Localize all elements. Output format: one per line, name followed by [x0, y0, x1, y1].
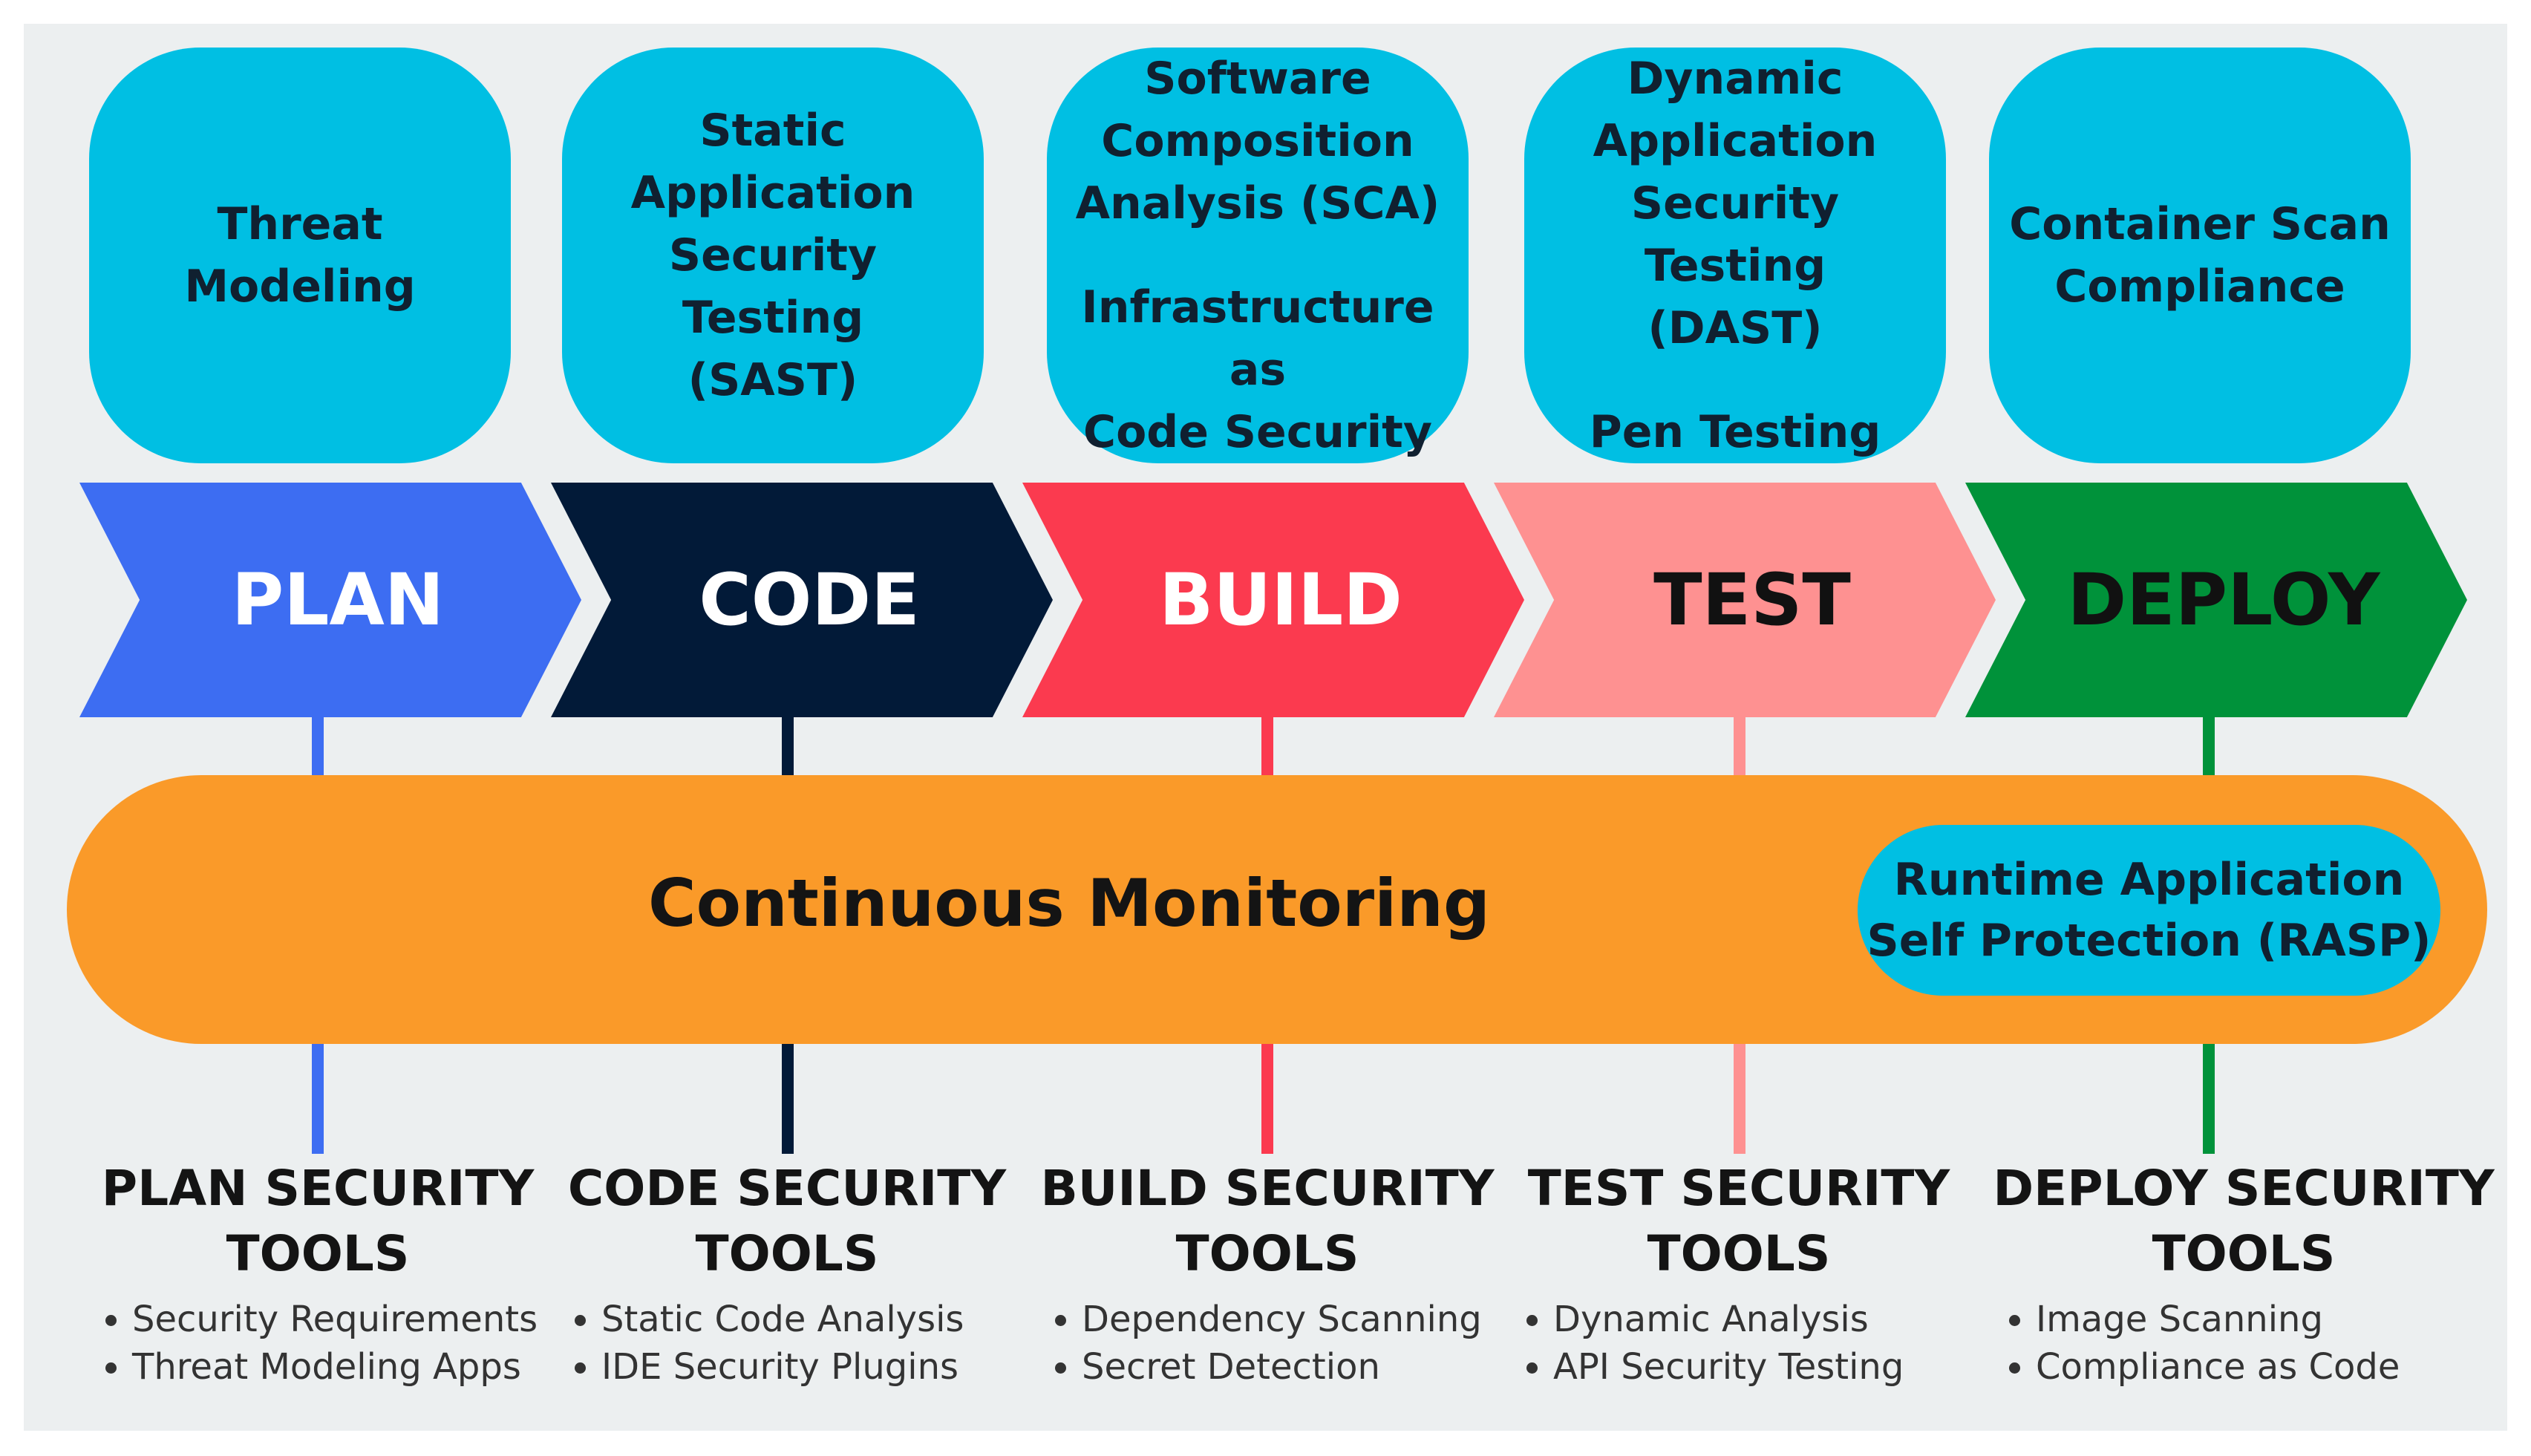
plan-security-tools: PLAN SECURITY TOOLS Security Requirement…: [88, 1156, 548, 1391]
tool-item: Secret Detection: [1082, 1343, 1482, 1391]
connector-deploy-bottom: [2203, 1042, 2215, 1154]
connector-code-bottom: [782, 1042, 794, 1154]
box-line: Dynamic: [1627, 53, 1843, 105]
tool-title-line: PLAN SECURITY: [101, 1160, 535, 1217]
tool-list: Image Scanning Compliance as Code: [1991, 1296, 2400, 1391]
stage-deploy-chevron: DEPLOY: [1965, 483, 2467, 717]
stage-build-chevron: BUILD: [1022, 483, 1524, 717]
code-security-tools: CODE SECURITY TOOLS Static Code Analysis…: [557, 1156, 1017, 1391]
connector-code-top: [782, 717, 794, 777]
tool-title-line: TEST SECURITY: [1527, 1160, 1950, 1217]
tool-title: BUILD SECURITY TOOLS: [1040, 1156, 1494, 1287]
connector-plan-top: [312, 717, 324, 777]
tool-item: Dynamic Analysis: [1553, 1296, 1904, 1343]
tool-list: Static Code Analysis IDE Security Plugin…: [557, 1296, 964, 1391]
tool-title: DEPLOY SECURITY TOOLS: [1993, 1156, 2494, 1287]
tool-item: Threat Modeling Apps: [132, 1343, 538, 1391]
connector-test-bottom: [1734, 1042, 1745, 1154]
stage-label: BUILD: [1159, 558, 1402, 642]
box-line: (DAST): [1647, 302, 1823, 354]
continuous-monitoring-label: Continuous Monitoring: [648, 865, 1490, 941]
tool-list: Security Requirements Threat Modeling Ap…: [88, 1296, 538, 1391]
tool-title-line: TOOLS: [1647, 1225, 1831, 1282]
tool-title-line: TOOLS: [1175, 1225, 1359, 1282]
tool-title-line: TOOLS: [2152, 1225, 2336, 1282]
container-scan-box: Container Scan Compliance: [1989, 48, 2411, 463]
stage-label: CODE: [699, 558, 920, 642]
tool-title-line: TOOLS: [226, 1225, 410, 1282]
tool-title-line: CODE SECURITY: [567, 1160, 1007, 1217]
sast-box: Static Application Security Testing (SAS…: [562, 48, 984, 463]
rasp-box: Runtime Application Self Protection (RAS…: [1858, 825, 2440, 996]
stage-plan-chevron: PLAN: [79, 483, 581, 717]
box-line: Pen Testing: [1589, 406, 1881, 458]
tool-item: IDE Security Plugins: [601, 1343, 964, 1391]
connector-deploy-top: [2203, 717, 2215, 777]
stage-code-chevron: CODE: [551, 483, 1053, 717]
sca-box: Software Composition Analysis (SCA) Infr…: [1047, 48, 1469, 463]
tool-list: Dependency Scanning Secret Detection: [1037, 1296, 1482, 1391]
tool-title: TEST SECURITY TOOLS: [1528, 1156, 1950, 1287]
tool-title-line: BUILD SECURITY: [1040, 1160, 1495, 1217]
connector-test-top: [1734, 717, 1745, 777]
box-line: Software: [1144, 53, 1371, 105]
box-line: (SAST): [688, 354, 858, 406]
tool-list: Dynamic Analysis API Security Testing: [1509, 1296, 1904, 1391]
tool-item: Dependency Scanning: [1082, 1296, 1482, 1343]
box-line: Compliance: [2054, 261, 2345, 313]
build-security-tools: BUILD SECURITY TOOLS Dependency Scanning…: [1037, 1156, 1498, 1391]
box-line: Composition: [1101, 115, 1414, 167]
box-line: Security Testing: [668, 229, 878, 344]
tool-title: CODE SECURITY TOOLS: [568, 1156, 1006, 1287]
tool-item: Static Code Analysis: [601, 1296, 964, 1343]
stage-label: TEST: [1653, 558, 1851, 642]
connector-build-top: [1261, 717, 1273, 777]
tool-title-line: TOOLS: [695, 1225, 879, 1282]
stage-label: DEPLOY: [2067, 558, 2380, 642]
tool-title-line: DEPLOY SECURITY: [1993, 1160, 2495, 1217]
tool-title: PLAN SECURITY TOOLS: [102, 1156, 535, 1287]
box-line: Security Testing: [1630, 177, 1840, 292]
box-line: Infrastructure as: [1081, 281, 1434, 396]
connector-plan-bottom: [312, 1042, 324, 1154]
box-line: Static: [699, 105, 846, 157]
rasp-line: Self Protection (RASP): [1867, 915, 2432, 967]
tool-item: Image Scanning: [2036, 1296, 2400, 1343]
diagram-canvas: Threat Modeling Static Application Secur…: [24, 24, 2507, 1431]
box-line: Code Security: [1083, 406, 1432, 458]
tool-item: Security Requirements: [132, 1296, 538, 1343]
box-line: Application: [1593, 115, 1878, 167]
box-line: Analysis (SCA): [1075, 177, 1440, 229]
tool-item: API Security Testing: [1553, 1343, 1904, 1391]
box-line: Application: [630, 167, 915, 219]
test-security-tools: TEST SECURITY TOOLS Dynamic Analysis API…: [1509, 1156, 1969, 1391]
box-line: Container Scan: [2009, 198, 2391, 250]
dast-box: Dynamic Application Security Testing (DA…: [1524, 48, 1946, 463]
rasp-line: Runtime Application: [1893, 854, 2405, 906]
stage-test-chevron: TEST: [1494, 483, 1996, 717]
stage-label: PLAN: [231, 558, 445, 642]
threat-modeling-box: Threat Modeling: [89, 48, 511, 463]
connector-build-bottom: [1261, 1042, 1273, 1154]
box-line: Threat Modeling: [184, 198, 416, 313]
tool-item: Compliance as Code: [2036, 1343, 2400, 1391]
deploy-security-tools: DEPLOY SECURITY TOOLS Image Scanning Com…: [1991, 1156, 2496, 1391]
